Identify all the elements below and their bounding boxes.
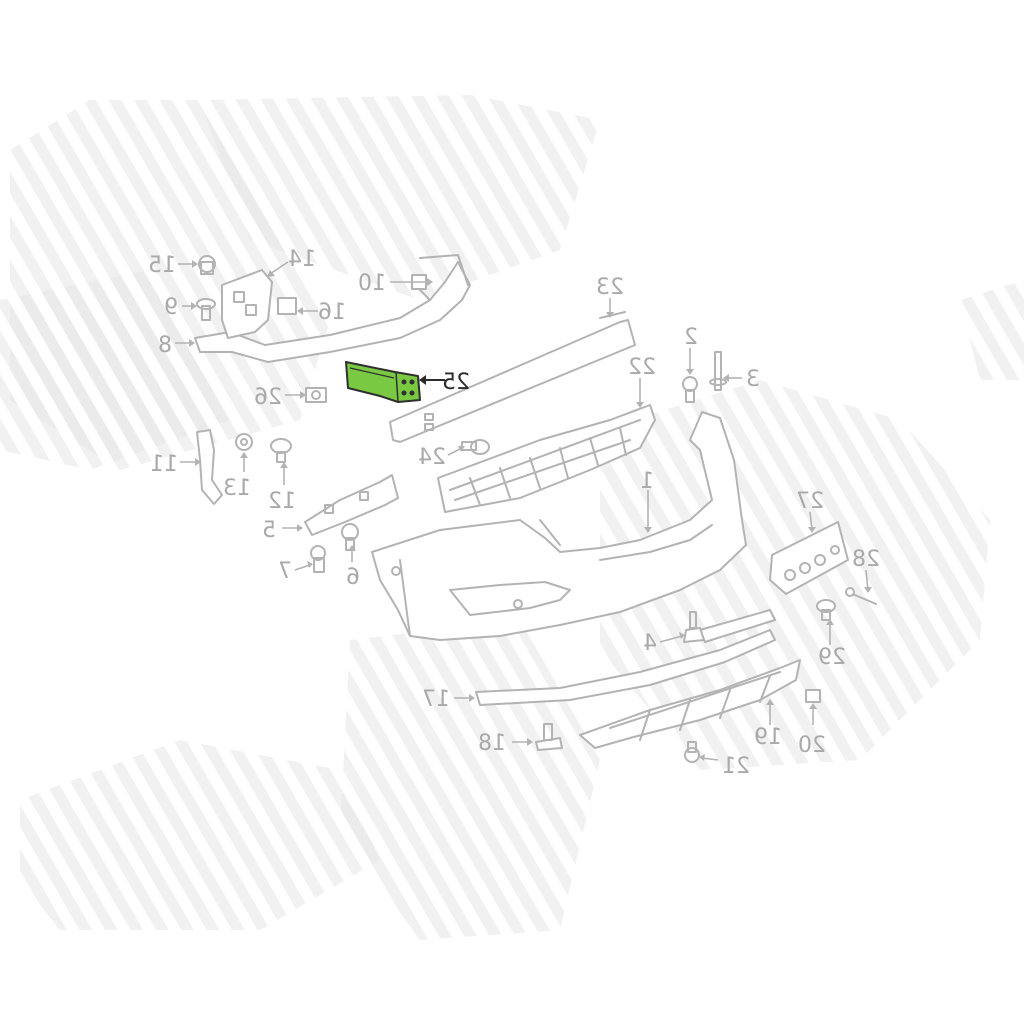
part-23-reinforcement-beam — [389, 311, 636, 443]
watermark — [0, 95, 1024, 940]
part-25-body — [345, 361, 421, 403]
callout-16: 16 — [318, 300, 346, 325]
part-25-highlighted-bracket — [345, 361, 421, 403]
callout-21: 21 — [722, 754, 750, 779]
callout-27: 27 — [796, 489, 824, 514]
callout-10: 10 — [358, 271, 386, 296]
part-27-plate-bracket — [769, 521, 849, 595]
bolt-7 — [310, 545, 326, 573]
callout-1: 1 — [640, 469, 654, 494]
part-1-bumper-cover — [371, 411, 747, 641]
callout-14: 14 — [288, 247, 316, 272]
bolt-12 — [270, 438, 292, 463]
callout-23: 23 — [596, 275, 624, 300]
callout-19: 19 — [754, 725, 782, 750]
pin-28 — [845, 587, 877, 605]
part-19-underbody-shield — [579, 659, 801, 749]
bolt-29 — [816, 599, 836, 621]
clip-18 — [535, 723, 563, 751]
callout-9: 9 — [164, 295, 178, 320]
callout-7: 7 — [278, 559, 292, 584]
callout-6: 6 — [346, 565, 360, 590]
callout-28: 28 — [852, 547, 880, 572]
clip-4 — [683, 611, 705, 643]
arrowhead-25 — [419, 375, 426, 385]
part-14-mount-bracket — [221, 269, 273, 339]
bolt-24 — [461, 439, 490, 455]
callout-4: 4 — [643, 631, 657, 656]
bolt-2 — [682, 376, 698, 403]
bolt-21 — [684, 741, 700, 763]
part-11-side-bracket — [196, 429, 223, 505]
bolt-15 — [198, 255, 216, 275]
part-5-bumper-bracket — [304, 474, 399, 536]
callout-29: 29 — [818, 645, 846, 670]
clip-16 — [277, 297, 297, 315]
bolt-9 — [196, 298, 216, 321]
callout-labels: 15 14 10 9 16 8 23 2 22 3 25 26 24 11 13… — [148, 247, 880, 779]
callout-13: 13 — [223, 476, 251, 501]
callout-17: 17 — [422, 687, 450, 712]
callout-26: 26 — [254, 385, 282, 410]
clip-20 — [805, 689, 821, 703]
callout-20: 20 — [798, 733, 826, 758]
callout-3: 3 — [746, 367, 760, 392]
part-22-grille — [437, 404, 656, 513]
part-8-bracket-rail — [194, 254, 471, 363]
clip-13 — [235, 433, 253, 451]
callout-25: 25 — [442, 370, 470, 395]
callout-18: 18 — [478, 731, 506, 756]
callout-5: 5 — [262, 518, 276, 543]
bolt-26 — [305, 387, 327, 403]
callout-15: 15 — [148, 253, 176, 278]
callout-8: 8 — [158, 333, 172, 358]
pin-3 — [709, 351, 727, 391]
callout-12: 12 — [268, 489, 296, 514]
leader-lines — [175, 260, 872, 761]
callout-22: 22 — [628, 355, 656, 380]
bolt-6 — [341, 523, 359, 551]
callout-24: 24 — [418, 445, 446, 470]
callout-2: 2 — [684, 325, 698, 350]
callout-11: 11 — [150, 452, 178, 477]
part-17-lower-spoiler — [475, 629, 776, 706]
